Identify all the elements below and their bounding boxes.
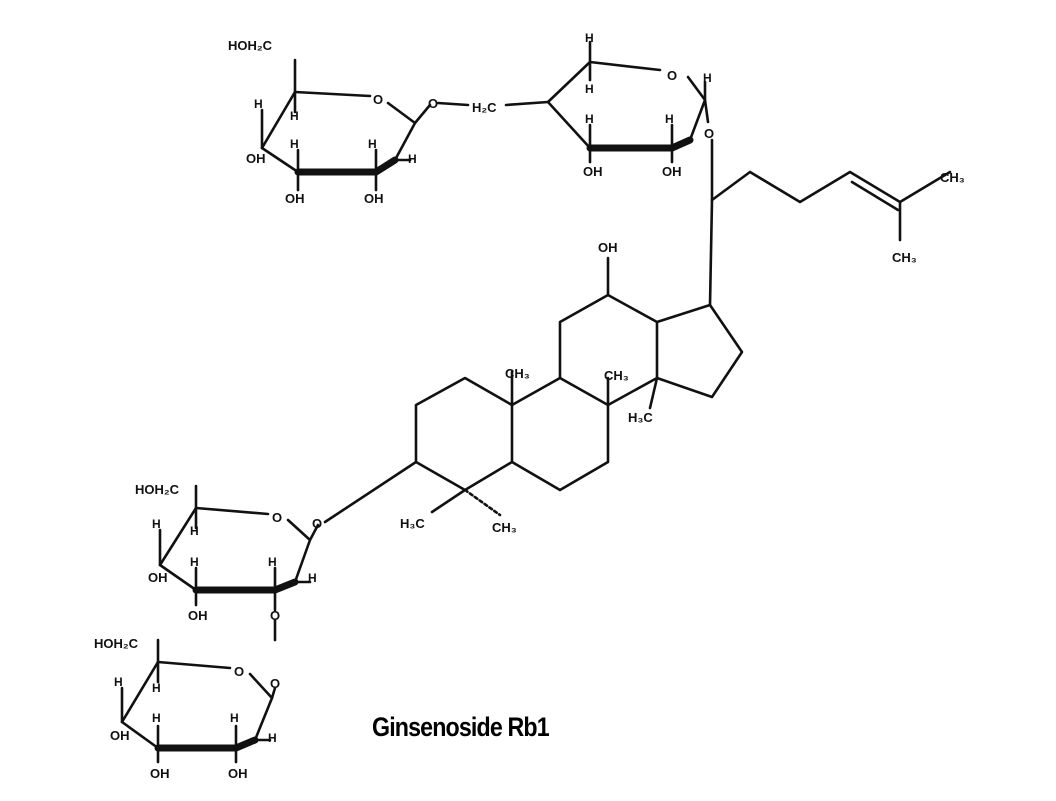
steroid-labels: OH CH₃ CH₃ H₃C H₃C CH₃ [400,240,653,535]
h-label: H [290,137,299,151]
glucose-ring-top-left-labels: HOH₂C O O H H H H H OH OH OH [228,38,438,206]
oh-label: OH [148,570,168,585]
ring-oxygen-label: O [272,510,282,525]
glucose-ring-bottom [120,638,277,764]
h3c-label: H₃C [400,516,425,531]
oh-label: OH [285,191,305,206]
glucose-ring-top-right-labels: H₂C O O H H H H H OH OH [472,31,714,179]
h-label: H [254,97,263,111]
h-label: H [368,137,377,151]
h-label: H [703,71,712,85]
h-label: H [190,555,199,569]
h-label: H [665,112,674,126]
h-label: H [585,112,594,126]
h2c-label: H₂C [472,100,497,115]
ch3-label: CH₃ [940,170,965,185]
oh-label: OH [150,766,170,781]
glucose-ring-bottom-labels: HOH₂C O O H H H H H OH OH OH [94,636,280,781]
h-label: H [152,517,161,531]
h-label: H [268,731,277,745]
glycosidic-oxygen-label: O [270,608,280,623]
compound-name-caption: Ginsenoside Rb1 [372,712,550,742]
hoh2c-label: HOH₂C [135,482,180,497]
ring-oxygen-label: O [234,664,244,679]
glucose-ring-lower [158,484,320,642]
ch3-label: CH₃ [505,366,530,381]
h-label: H [152,681,161,695]
oh-label: OH [662,164,682,179]
h-label: H [114,675,123,689]
glycosidic-oxygen-label: O [312,516,322,531]
ch3-label: CH₃ [604,368,629,383]
ch3-label: CH₃ [492,520,517,535]
h-label: H [308,571,317,585]
h-label: H [230,711,239,725]
ring-oxygen-label: O [373,92,383,107]
glucose-ring-top-right [504,40,714,202]
oh-label: OH [228,766,248,781]
glycosidic-oxygen-label: O [704,126,714,141]
h-label: H [152,711,161,725]
hoh2c-label: HOH₂C [228,38,273,53]
side-chain [708,170,952,307]
oh-label: OH [188,608,208,623]
h-label: H [290,109,299,123]
h-label: H [408,152,417,166]
oh-label: OH [364,191,384,206]
h-label: H [190,524,199,538]
hoh2c-label: HOH₂C [94,636,139,651]
oh-label: OH [110,728,130,743]
oh-label: OH [583,164,603,179]
steroid-skeleton [323,256,744,524]
h-label: H [585,82,594,96]
oh-label: OH [598,240,618,255]
ring-oxygen-label: O [667,68,677,83]
h-label: H [585,31,594,45]
h3c-label: H₃C [628,410,653,425]
side-chain-labels: CH₃ CH₃ [892,170,965,265]
glucose-ring-lower-labels: HOH₂C O O O H H H H H OH OH [135,482,322,623]
h-label: H [268,555,277,569]
glucose-ring-top-left [260,58,470,192]
oh-label: OH [246,151,266,166]
glycosidic-oxygen-label: O [428,96,438,111]
glycosidic-oxygen-label: O [270,676,280,691]
ch3-label: CH₃ [892,250,917,265]
